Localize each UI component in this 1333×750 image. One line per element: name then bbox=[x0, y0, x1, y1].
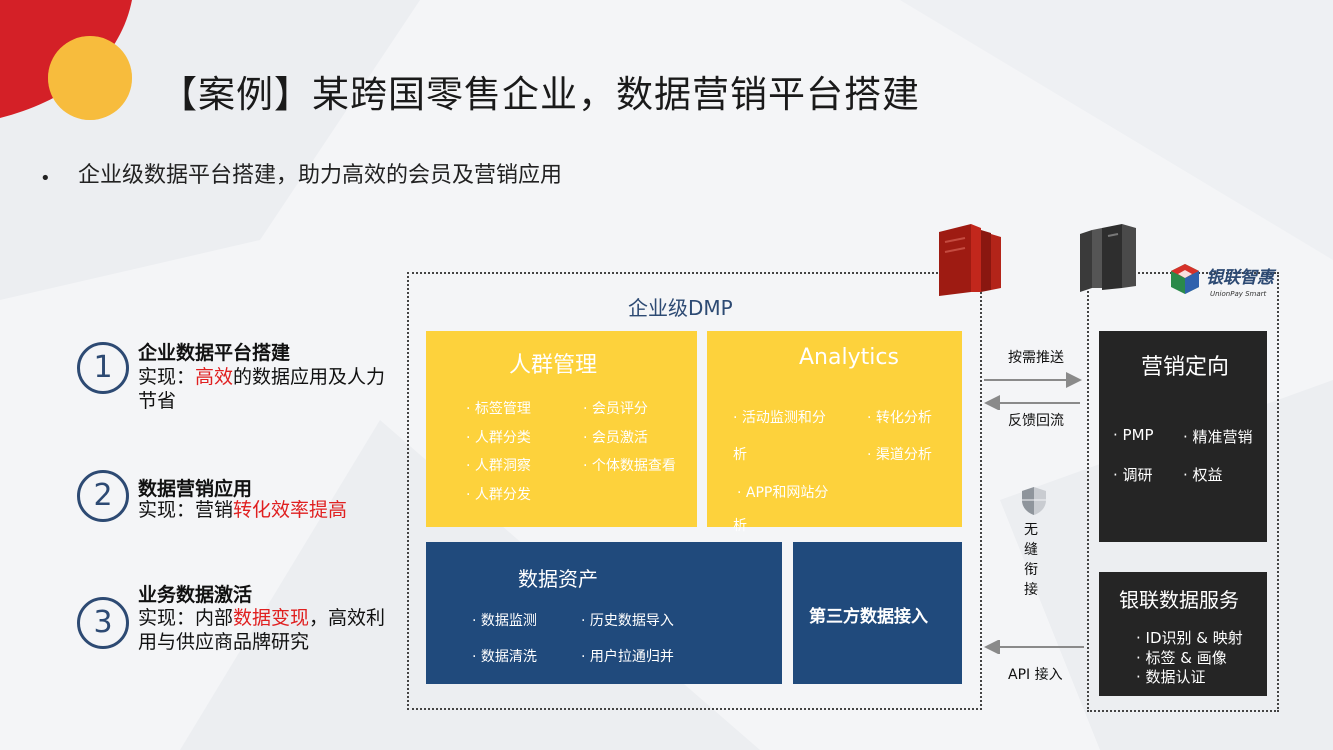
crowd-item: · 人群分发 bbox=[466, 487, 531, 503]
dmp-container bbox=[407, 272, 982, 710]
crowd-item: · 标签管理 bbox=[466, 401, 531, 417]
seamless-char: 衔 bbox=[1024, 562, 1038, 578]
assets-item: · 数据清洗 bbox=[472, 649, 537, 665]
unionpay-smart-logo-subtext: UnionPay Smart bbox=[1210, 290, 1267, 298]
unionpay-item: · 标签 & 画像 bbox=[1136, 649, 1227, 667]
point-2-heading: 数据营销应用 bbox=[138, 478, 253, 500]
server-gray-icon bbox=[1080, 224, 1136, 292]
unionpay-data-service-title: 银联数据服务 bbox=[1119, 588, 1239, 612]
point-1-body-prefix: 实现： bbox=[138, 366, 196, 388]
marketing-item: · 权益 bbox=[1183, 466, 1223, 484]
point-2-body: 实现：营销转化效率提高 bbox=[138, 498, 398, 522]
seamless-char: 缝 bbox=[1024, 542, 1038, 558]
point-1-body: 实现：高效的数据应用及人力节省 bbox=[138, 365, 398, 413]
crowd-management-title: 人群管理 bbox=[509, 353, 598, 378]
crowd-management-box: 人群管理 · 标签管理 · 人群分类 · 人群洞察 · 人群分发 · 会员评分 … bbox=[426, 331, 697, 527]
point-3-body-suffix: ，高效利用与供应商品牌研究 bbox=[138, 607, 386, 653]
point-1-heading: 企业数据平台搭建 bbox=[138, 342, 291, 364]
api-arrow-icon bbox=[984, 640, 1084, 654]
marketing-item: · 调研 bbox=[1113, 466, 1153, 484]
unionpay-data-service-box: 银联数据服务 · ID识别 & 映射 · 标签 & 画像 · 数据认证 bbox=[1099, 572, 1267, 696]
number-3-icon: 3 bbox=[77, 597, 129, 649]
marketing-targeting-box: 营销定向 · PMP · 精准营销 · 调研 · 权益 bbox=[1099, 331, 1267, 542]
unionpay-smart-logo-icon bbox=[1171, 264, 1199, 294]
analytics-item: · 渠道分析 bbox=[867, 447, 932, 463]
feedback-label: 反馈回流 bbox=[1008, 413, 1064, 429]
crowd-item: · 会员评分 bbox=[583, 401, 648, 417]
assets-item: · 用户拉通归并 bbox=[581, 649, 674, 665]
crowd-item: · 人群分类 bbox=[466, 430, 531, 446]
point-1-body-suffix: 的数据应用及人力节省 bbox=[138, 366, 386, 412]
push-on-demand-label: 按需推送 bbox=[1008, 350, 1064, 366]
point-3-highlight: 数据变现 bbox=[233, 607, 310, 629]
data-assets-title: 数据资产 bbox=[518, 567, 598, 591]
analytics-box: Analytics · 活动监测和分 析 · APP和网站分 析 · 转化分析 … bbox=[707, 331, 962, 534]
crowd-item: · 个体数据查看 bbox=[583, 458, 676, 474]
analytics-item: · 转化分析 bbox=[867, 410, 932, 426]
third-party-box: 第三方数据接入 bbox=[793, 542, 962, 684]
analytics-title: Analytics bbox=[799, 345, 899, 370]
crowd-item: · 人群洞察 bbox=[466, 458, 531, 474]
analytics-item: · APP和网站分 bbox=[737, 485, 829, 501]
marketing-item: · PMP bbox=[1113, 426, 1154, 444]
seamless-char: 无 bbox=[1024, 522, 1038, 538]
assets-item: · 历史数据导入 bbox=[581, 613, 674, 629]
seamless-char: 接 bbox=[1024, 582, 1038, 598]
flow-arrows-icon bbox=[984, 372, 1082, 410]
marketing-item: · 精准营销 bbox=[1183, 428, 1253, 446]
analytics-item: 析 bbox=[733, 447, 747, 463]
point-1-highlight: 高效 bbox=[195, 366, 234, 388]
analytics-item: · 活动监测和分 bbox=[733, 410, 826, 426]
analytics-item: 析 bbox=[733, 518, 747, 534]
third-party-title: 第三方数据接入 bbox=[809, 607, 928, 627]
number-2-icon: 2 bbox=[77, 470, 129, 522]
data-assets-box: 数据资产 · 数据监测 · 数据清洗 · 历史数据导入 · 用户拉通归并 bbox=[426, 542, 782, 684]
point-2-highlight: 转化效率提高 bbox=[233, 499, 348, 521]
unionpay-item: · 数据认证 bbox=[1136, 668, 1206, 686]
point-3-body: 实现：内部数据变现，高效利用与供应商品牌研究 bbox=[138, 606, 394, 654]
shield-icon bbox=[1022, 487, 1046, 515]
dmp-label: 企业级DMP bbox=[628, 296, 733, 320]
unionpay-item: · ID识别 & 映射 bbox=[1136, 629, 1243, 647]
number-1-icon: 1 bbox=[77, 342, 129, 394]
marketing-targeting-title: 营销定向 bbox=[1141, 355, 1230, 380]
unionpay-smart-logo-text: 银联智惠 bbox=[1206, 268, 1274, 288]
point-2-body-prefix: 实现：营销 bbox=[138, 499, 234, 521]
crowd-item: · 会员激活 bbox=[583, 430, 648, 446]
assets-item: · 数据监测 bbox=[472, 613, 537, 629]
page-title: 【案例】某跨国零售企业，数据营销平台搭建 bbox=[160, 73, 920, 116]
seamless-label: 无 缝 衔 接 bbox=[1023, 520, 1039, 600]
point-3-heading: 业务数据激活 bbox=[138, 584, 253, 606]
point-3-body-prefix: 实现：内部 bbox=[138, 607, 234, 629]
server-red-icon bbox=[939, 224, 1001, 296]
page-subtitle: 企业级数据平台搭建，助力高效的会员及营销应用 bbox=[78, 163, 563, 188]
bullet-dot: • bbox=[40, 168, 51, 189]
api-access-label: API 接入 bbox=[1008, 667, 1063, 683]
